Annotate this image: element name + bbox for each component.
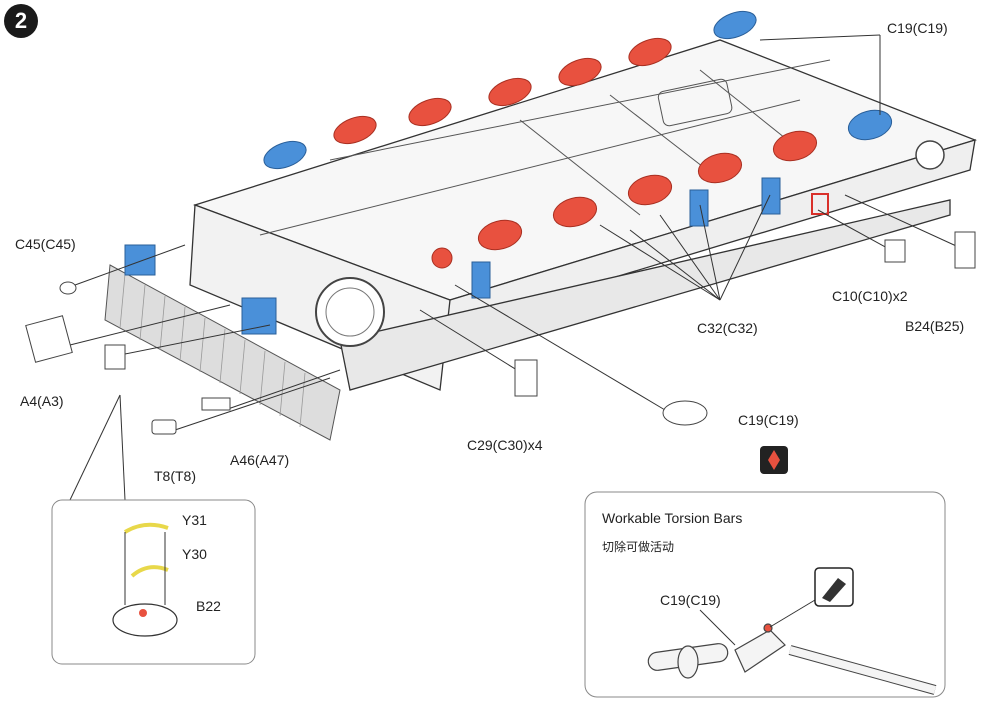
y-parts-detail — [112, 522, 178, 637]
label-c29: C29(C30)x4 — [467, 437, 543, 453]
label-c19-bar: C19(C19) — [738, 412, 799, 428]
label-a4: A4(A3) — [20, 393, 64, 409]
torsion-part-label: C19(C19) — [660, 592, 721, 608]
label-c10: C10(C10)x2 — [832, 288, 908, 304]
idler-wheel — [915, 140, 945, 170]
label-y31: Y31 — [182, 512, 207, 528]
step-number-badge: 2 — [4, 4, 38, 38]
drive-sprocket-inner — [325, 287, 375, 337]
label-b22: B22 — [196, 598, 221, 614]
label-t8: T8(T8) — [154, 468, 196, 484]
torsion-panel-subtitle: 切除可做活动 — [602, 540, 675, 554]
label-y30: Y30 — [182, 546, 207, 562]
label-c45: C45(C45) — [15, 236, 76, 252]
torsion-panel-title: Workable Torsion Bars — [602, 510, 743, 526]
left-blue-part — [124, 244, 156, 276]
detail-inset-frame — [51, 499, 256, 665]
red-suspension-arms — [333, 37, 829, 269]
small-parts — [25, 231, 976, 435]
torsion-panel-frame — [584, 491, 946, 698]
label-a46: A46(A47) — [230, 452, 290, 468]
label-b24: B24(B25) — [905, 318, 965, 334]
knife-cut-icon — [814, 567, 854, 607]
label-c32: C32(C32) — [697, 320, 758, 336]
rotate-arrows-icon — [760, 446, 788, 474]
label-c19-top: C19(C19) — [887, 20, 948, 36]
blue-suspension-arms — [263, 10, 893, 299]
torsion-bar-drawing — [647, 599, 937, 695]
front-blue-part — [241, 297, 277, 335]
